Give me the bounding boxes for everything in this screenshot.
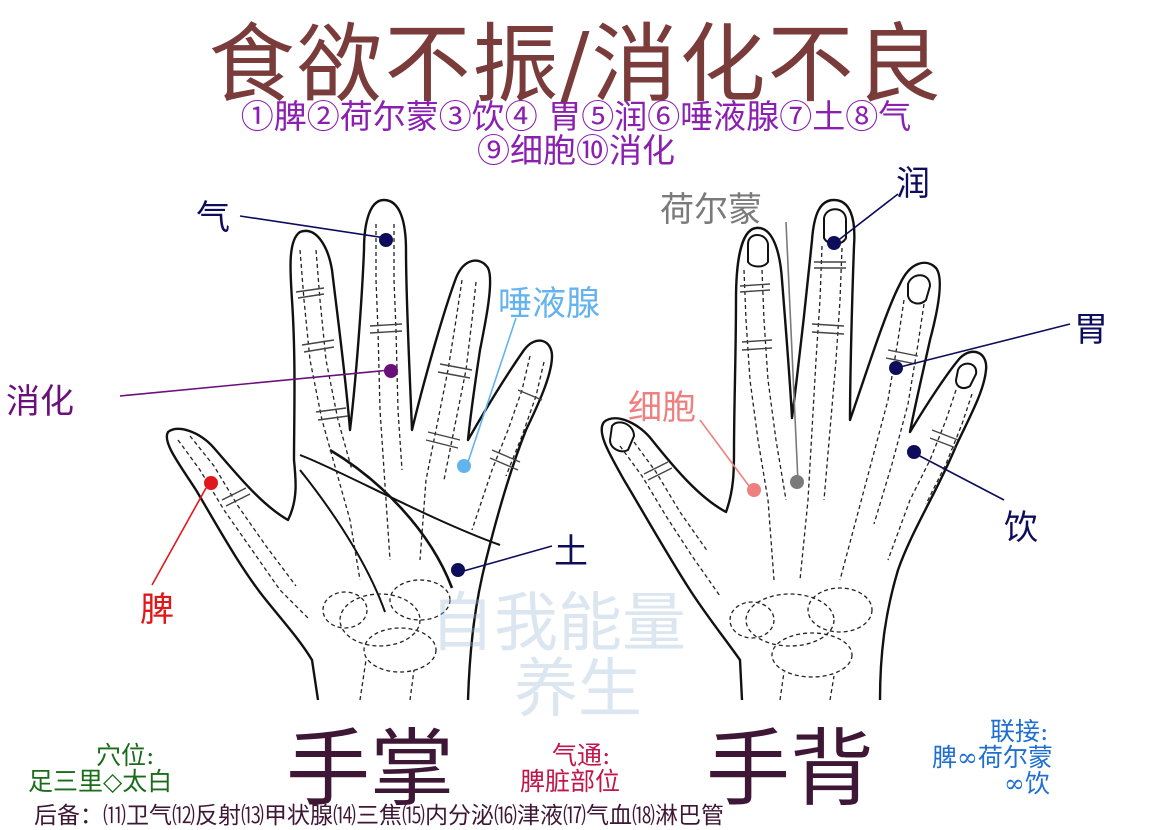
backup-list: 后备：⑾卫气⑿反射⒀甲状腺⒁三焦⒂内分泌⒃津液⒄气血⒅淋巴管 [34, 803, 724, 829]
label-run: 润 [896, 164, 930, 204]
label-pi: 脾 [140, 590, 174, 630]
acupoints-value: 足三里◇太白 [28, 767, 173, 796]
label-heermeng: 荷尔蒙 [660, 190, 762, 230]
link-line-2: ∞饮 [1004, 769, 1050, 798]
point-yin-dot [907, 445, 921, 459]
label-xiaohua: 消化 [6, 382, 74, 422]
point-pi-dot [204, 476, 218, 490]
link-line-1: 脾∞荷尔蒙 [932, 743, 1053, 772]
label-qi: 气 [196, 198, 230, 238]
watermark-line-1: 自我能量 [430, 587, 686, 661]
point-run-dot [827, 236, 841, 250]
label-tuoyexian: 唾液腺 [498, 284, 600, 324]
palm-label: 手掌 [286, 720, 455, 818]
back-hand-outline [600, 198, 988, 701]
label-xibao: 细胞 [628, 388, 696, 428]
palm-hand-outline [165, 198, 554, 701]
watermark-line-2: 养生 [514, 653, 642, 727]
qitong-value: 脾脏部位 [520, 767, 621, 796]
acupoints-label: 穴位: [96, 741, 155, 770]
point-tuoyexian-dot [457, 459, 471, 473]
back-label: 手背 [706, 720, 875, 818]
link-label: 联接: [990, 717, 1049, 746]
page-title: 食欲不振/消化不良 [208, 15, 944, 115]
label-tu: 土 [554, 532, 588, 572]
point-tu-dot [451, 563, 465, 577]
point-heermeng-dot [790, 475, 804, 489]
point-xibao-dot [747, 483, 761, 497]
point-xiaohua-dot [384, 364, 398, 378]
legend-line-2: ⑨细胞⑩消化 [477, 131, 675, 170]
qitong-label: 气通: [552, 741, 611, 770]
label-wei: 胃 [1074, 310, 1108, 350]
point-wei-dot [889, 361, 903, 375]
point-qi-dot [379, 233, 393, 247]
label-yin: 饮 [1004, 508, 1038, 548]
legend-line-1: ①脾②荷尔蒙③饮④ 胃⑤润⑥唾液腺⑦土⑧气 [240, 97, 912, 136]
